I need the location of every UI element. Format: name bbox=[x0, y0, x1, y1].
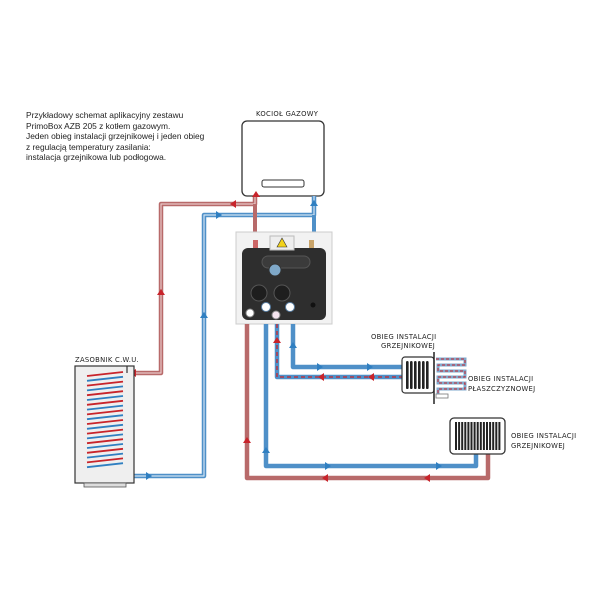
description-line: z regulacją temperatury zasilania: bbox=[26, 141, 151, 152]
floor-circuit-label-line2: PŁASZCZYZNOWEJ bbox=[468, 385, 536, 393]
tank-coil-turn bbox=[86, 409, 124, 416]
radiator-fin bbox=[492, 422, 495, 450]
radiator-fin bbox=[482, 422, 485, 450]
flow-arrows-circuit-2 bbox=[243, 437, 442, 482]
radiator-fin bbox=[458, 422, 461, 450]
radiator-fin bbox=[489, 422, 492, 450]
tank-coil-turn bbox=[86, 390, 124, 397]
gas-boiler bbox=[241, 120, 325, 197]
tank-coil-turn bbox=[86, 414, 124, 421]
pipe-cold-tank-boiler bbox=[124, 196, 317, 479]
tank-coil-turn bbox=[86, 385, 124, 392]
tank-coil-turn bbox=[86, 452, 124, 459]
tank-coil-turn bbox=[86, 399, 124, 406]
description-line: PrimoBox AZB 205 z kotłem gazowym. bbox=[26, 120, 171, 131]
primobox-pump-module bbox=[235, 231, 333, 325]
description-line: Jeden obieg instalacji grzejnikowej i je… bbox=[26, 131, 205, 142]
tank-coil-turn bbox=[86, 371, 124, 377]
radiator-fin bbox=[461, 422, 464, 450]
tank-coil-turn bbox=[86, 419, 124, 425]
tank-coil-turn bbox=[86, 457, 124, 464]
radiator-fin bbox=[476, 422, 479, 450]
radiator-fin bbox=[486, 422, 488, 450]
pipe-hot-boiler-tank bbox=[124, 196, 258, 376]
radiator-circuit-2-label-line1: OBIEG INSTALACJI bbox=[511, 432, 577, 440]
tank-coil-turn bbox=[86, 423, 124, 430]
dhw-tank bbox=[74, 365, 135, 488]
boiler-label: KOCIOŁ GAZOWY bbox=[256, 110, 319, 118]
radiator-circuit-1-label-line1: OBIEG INSTALACJI bbox=[371, 333, 437, 341]
floor-circuit-label-line1: OBIEG INSTALACJI bbox=[468, 375, 534, 383]
tank-coil-turn bbox=[86, 395, 124, 401]
tank-coil-turn bbox=[86, 433, 124, 440]
radiator-fin bbox=[467, 422, 470, 450]
tank-coil-turn bbox=[86, 375, 124, 382]
tank-coil-turn bbox=[86, 428, 124, 435]
radiator-2 bbox=[449, 417, 506, 455]
radiator-fin bbox=[498, 422, 501, 450]
radiator-fin bbox=[473, 422, 476, 450]
tank-label: ZASOBNIK C.W.U. bbox=[75, 356, 139, 364]
flow-arrows-circuit-1 bbox=[273, 337, 374, 381]
diagram-description: Przykładowy schemat aplikacyjny zestawu … bbox=[26, 110, 246, 163]
pipe-circuit-2 bbox=[244, 324, 491, 481]
radiator-1 bbox=[401, 352, 435, 404]
tank-coil-turn bbox=[86, 380, 124, 387]
tank-coil-turn bbox=[86, 443, 124, 449]
tank-coil-turn bbox=[86, 462, 124, 469]
radiator-fin bbox=[495, 422, 498, 450]
radiator-circuit-1-label-line2: GRZEJNIKOWEJ bbox=[381, 342, 436, 350]
radiator-fin bbox=[464, 422, 467, 450]
description-line: instalacja grzejnikowa lub podłogowa. bbox=[26, 152, 167, 163]
radiator-fin bbox=[479, 422, 482, 450]
radiator-circuit-2-label-line2: GRZEJNIKOWEJ bbox=[511, 442, 566, 450]
floor-heating-coil bbox=[435, 357, 467, 399]
tank-coil-turn bbox=[86, 404, 124, 411]
tank-coil-turn bbox=[86, 438, 124, 445]
radiator-fin bbox=[470, 422, 473, 450]
description-line: Przykładowy schemat aplikacyjny zestawu bbox=[26, 110, 184, 120]
tank-coil-turn bbox=[86, 447, 124, 454]
radiator-fin bbox=[455, 422, 457, 450]
